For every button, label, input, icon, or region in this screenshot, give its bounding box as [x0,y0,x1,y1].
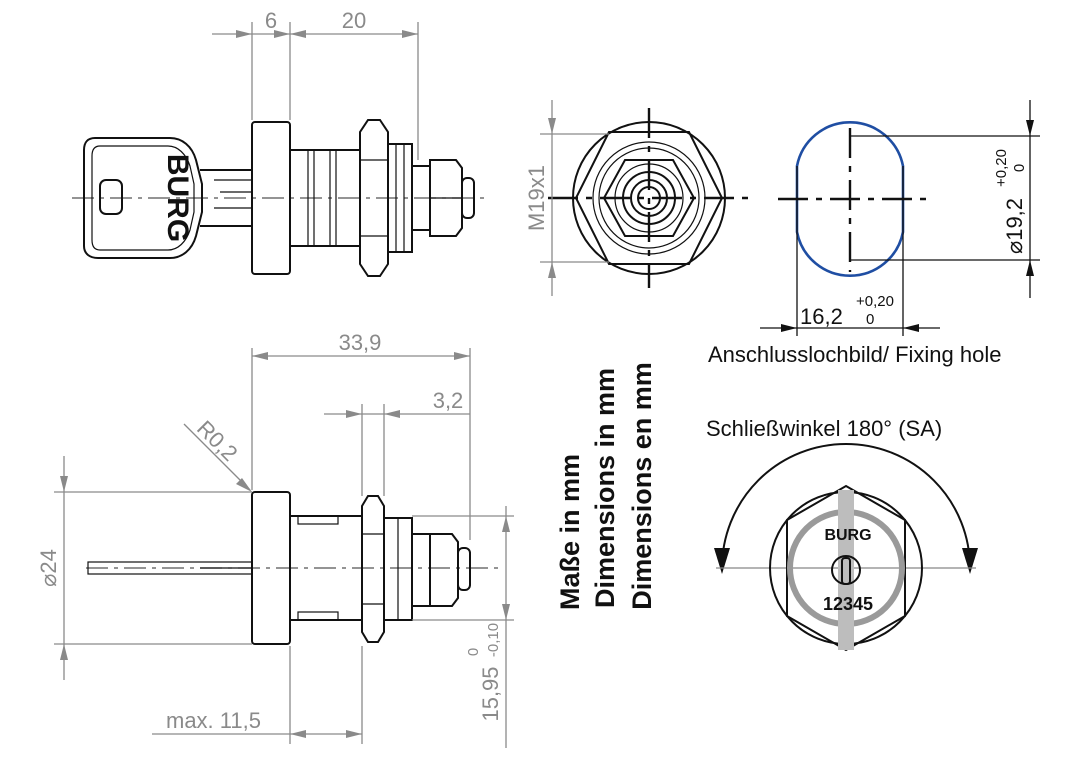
d32-arrow-left [346,410,362,418]
max115-arrow-right [346,730,362,738]
side2-hex-nut [361,495,385,643]
lock-angle-title: Schließwinkel 180° (SA) [706,416,942,441]
rear-pin [461,177,475,219]
d1595-text: 15,95 [478,666,503,721]
arrow-20-left [290,30,306,38]
hex-nut-side [359,119,389,277]
side-view-with-key: BURG 6 20 [72,8,488,277]
side2-rear-nut [429,533,459,607]
d1595-arrow-top [502,516,510,532]
d1595-tol-lower: -0,10 [485,623,502,657]
dia19-arrow-top [1026,120,1034,136]
arrow-6-left [236,30,252,38]
side-view-without-key: 33,9 3,2 R0,2 ⌀24 max. 11,5 15,95 0 [36,330,514,748]
lock-face-keyslot [841,557,851,585]
radius-arrow [236,478,252,492]
d339-text: 33,9 [339,330,382,355]
dia19-tol-lower: 0 [1011,164,1028,172]
lock-angle-arrow-right [962,548,978,574]
lock-face-number: 12345 [823,594,873,614]
dim-6-text: 6 [265,8,277,33]
d339-arrow-left [252,352,268,360]
d32-arrow-right [384,410,400,418]
w16-text: 16,2 [800,304,843,329]
units-en-text: Dimensions in mm [590,368,620,608]
d1595-tol-upper: 0 [465,648,482,656]
m19-arrow-top [548,118,556,134]
side2-washer [411,533,431,607]
side2-rear-pin [457,547,471,591]
dia19-arrow-bottom [1026,260,1034,276]
key-bow [83,137,203,259]
d24-arrow-top [60,476,68,492]
rear-nut [429,159,463,237]
dia19-text: ⌀19,2 [1002,198,1027,254]
lock-angle-arc [721,443,971,569]
d24-arrow-bottom [60,644,68,660]
lock-face-keyway-band [838,490,854,650]
key-letter-frame [99,179,123,215]
key-brand-text: BURG [161,154,194,242]
fixing-hole-caption: Anschlusslochbild/ Fixing hole [708,342,1002,367]
arrow-6-right [274,30,290,38]
m19-text: M19x1 [524,165,549,231]
lock-angle-arrow-left [714,548,730,574]
radius-leader [183,423,251,491]
radius-text: R0,2 [192,415,243,466]
units-de-text: Maße in mm [555,454,585,610]
units-note: Maße in mm Dimensions in mm Dimensions e… [555,362,657,610]
locking-angle-view: Schließwinkel 180° (SA) BURG 12345 [706,416,978,652]
d1595-arrow-bottom [502,604,510,620]
fixing-hole-view: ⌀19,2 +0,20 0 16,2 +0,20 0 Anschlussloch… [708,100,1040,367]
d339-arrow-right [454,352,470,360]
max115-text: max. 11,5 [166,708,261,733]
w16-tol-lower: 0 [866,311,874,328]
dia19-tol-upper: +0,20 [993,149,1010,187]
rear-front-view: M19x1 [524,100,750,296]
side2-slot-bottom [297,611,339,621]
w16-tol-upper: +0,20 [856,293,894,310]
side2-slot-top [297,515,339,525]
key-bow-inner [91,145,195,251]
d32-text: 3,2 [433,388,464,413]
lock-face-brand: BURG [824,527,871,544]
d24-text: ⌀24 [36,549,61,587]
m19-arrow-bottom [548,262,556,278]
w16-arrow-right [903,324,919,332]
units-fr-text: Dimensions en mm [627,362,657,610]
max115-arrow-left [290,730,306,738]
dim-20-text: 20 [342,8,366,33]
w16-arrow-left [781,324,797,332]
arrow-20-right [402,30,418,38]
